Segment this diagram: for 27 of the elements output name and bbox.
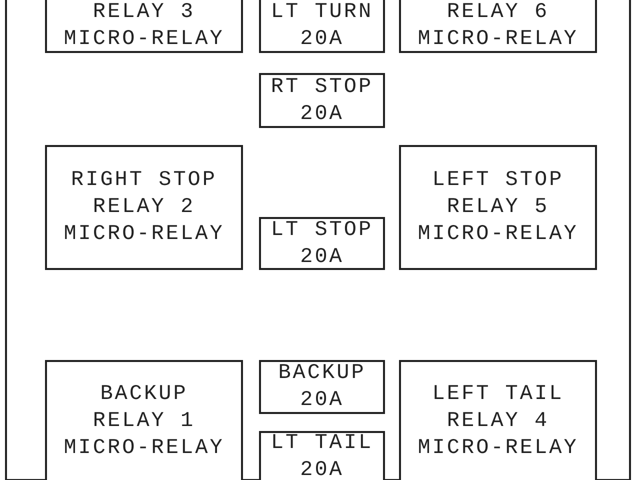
fuse-rating: 20A bbox=[300, 26, 344, 52]
fuse-label: RT STOP bbox=[270, 74, 374, 100]
relay-slot bbox=[399, 145, 597, 270]
fuse-rating: 20A bbox=[300, 388, 344, 414]
relay-label: RELAY 6 MICRO-RELAY bbox=[416, 0, 580, 52]
fuse-label: BACKUP bbox=[278, 361, 366, 387]
relay-slot bbox=[45, 145, 243, 270]
relay-label: BACKUP RELAY 1 MICRO-RELAY bbox=[62, 382, 226, 462]
relay-slot bbox=[45, 0, 243, 53]
relay-label: RELAY 3 MICRO-RELAY bbox=[62, 0, 226, 52]
relay-slot bbox=[399, 0, 597, 53]
fuse-rating: 20A bbox=[300, 102, 344, 128]
fuse-rating: 20A bbox=[300, 458, 344, 480]
fuse-label: LT STOP bbox=[270, 218, 374, 244]
relay-label: LEFT STOP RELAY 5 MICRO-RELAY bbox=[416, 168, 580, 248]
fuse-slot bbox=[259, 0, 385, 53]
fuse-rating: 20A bbox=[300, 244, 344, 270]
fuse-slot bbox=[259, 431, 385, 480]
fuse-slot bbox=[259, 217, 385, 270]
relay-label: LEFT TAIL RELAY 4 MICRO-RELAY bbox=[416, 382, 580, 462]
fuse-label: LT TURN bbox=[270, 0, 374, 26]
fuse-label: LT TAIL bbox=[270, 430, 374, 456]
fuse-slot bbox=[259, 360, 385, 414]
relay-label: RIGHT STOP RELAY 2 MICRO-RELAY bbox=[62, 168, 226, 248]
fuse-slot bbox=[259, 73, 385, 128]
relay-slot bbox=[399, 360, 597, 480]
relay-slot bbox=[45, 360, 243, 480]
